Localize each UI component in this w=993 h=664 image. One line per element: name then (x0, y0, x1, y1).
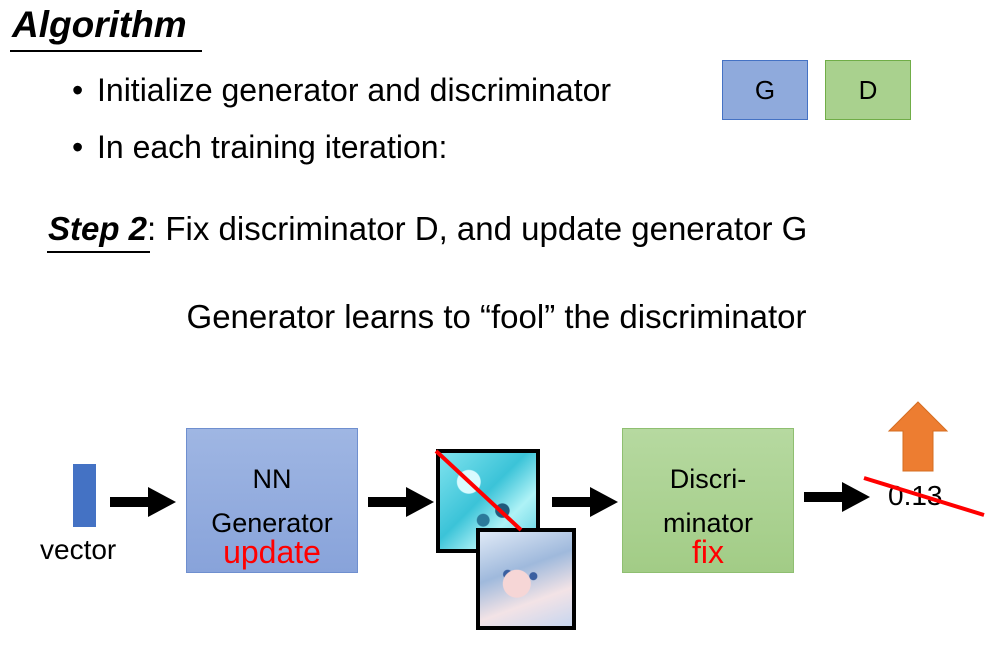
arrow-vector-to-generator (110, 487, 176, 517)
discriminator-box: Discri- minator fix (622, 428, 794, 573)
arrow-generator-to-image (368, 487, 434, 517)
discriminator-legend-box: D (825, 60, 911, 120)
score-strike-line (863, 476, 985, 517)
generated-image-new (476, 528, 576, 630)
bullet-dot: • (72, 72, 84, 108)
bullet-item: • In each training iteration: (72, 129, 447, 166)
step-underline (47, 251, 150, 253)
step-label: Step 2 (48, 210, 148, 247)
generator-line-1: NN (252, 464, 292, 494)
arrow-discriminator-to-score (804, 482, 870, 512)
input-vector-label: vector (40, 534, 117, 565)
title-underline (10, 50, 202, 52)
generator-legend-box: G (722, 60, 808, 120)
generator-line-2: Generator (211, 508, 333, 538)
input-vector (73, 464, 96, 527)
slide-title: Algorithm (12, 4, 187, 45)
generator-box: NN Generator update (186, 428, 358, 573)
subtitle: Generator learns to “fool” the discrimin… (186, 298, 807, 335)
image-strike-line (434, 449, 523, 532)
discriminator-legend-label: D (858, 74, 878, 105)
discriminator-line-2: minator (662, 508, 754, 538)
arrow-image-to-discriminator (552, 487, 618, 517)
step-heading: Step 2: Fix discriminator D, and update … (48, 210, 807, 248)
generator-status: update (223, 534, 321, 570)
bullet-item: • Initialize generator and discriminator (72, 72, 611, 109)
discriminator-line-1: Discri- (669, 464, 747, 494)
bullet-dot: • (72, 129, 84, 165)
generator-legend-label: G (754, 74, 776, 105)
discriminator-status: fix (692, 534, 724, 570)
bullet-text: Initialize generator and discriminator (97, 72, 612, 108)
step-text: : Fix discriminator D, and update genera… (147, 210, 808, 247)
up-arrow-icon (887, 401, 949, 472)
bullet-text: In each training iteration: (97, 129, 448, 165)
